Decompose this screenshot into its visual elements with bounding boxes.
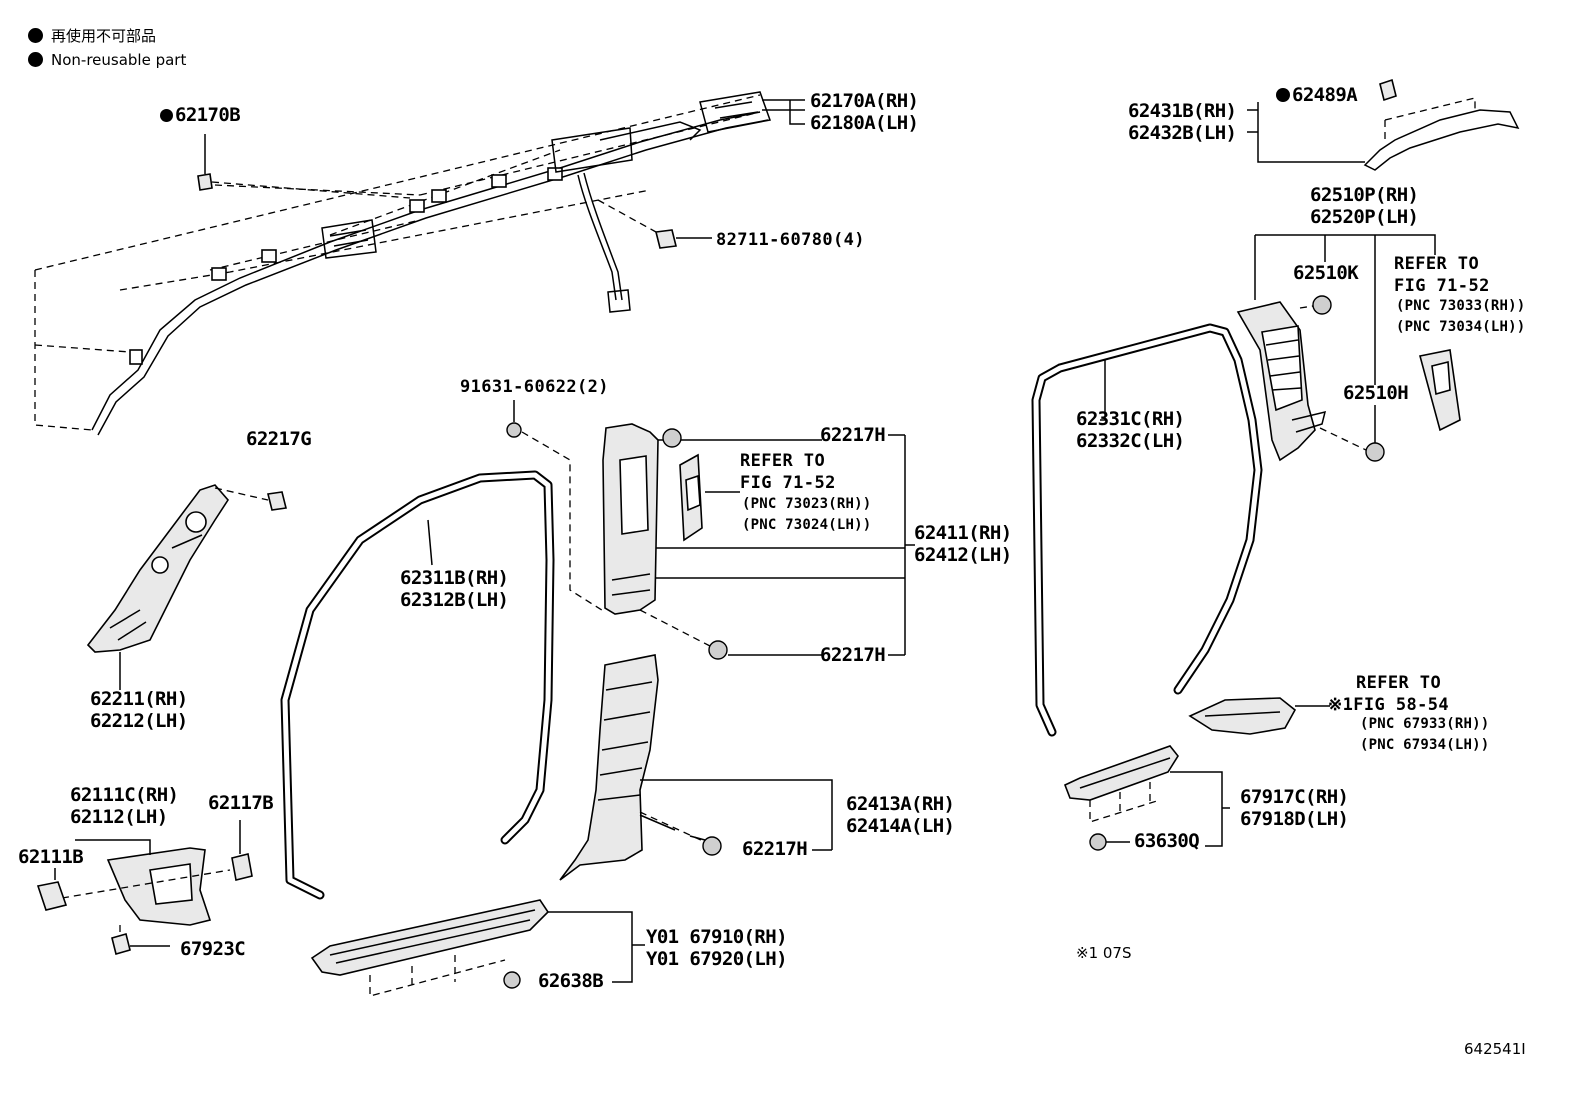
front-door-scuff-plate bbox=[310, 899, 645, 997]
callout-67923C[interactable]: 67923C bbox=[180, 938, 246, 960]
callout-62112[interactable]: 62112(LH) bbox=[70, 806, 168, 828]
callout-62217H-low[interactable]: 62217H bbox=[742, 838, 808, 860]
rear-door-weatherstrip bbox=[1031, 323, 1263, 737]
legend-jp-text: 再使用不可部品 bbox=[51, 27, 157, 45]
callout-Y01-67920[interactable]: Y01 67920(LH) bbox=[646, 948, 788, 970]
front-pillar-garnish bbox=[86, 484, 287, 690]
callout-62520P[interactable]: 62520P(LH) bbox=[1310, 206, 1419, 228]
callout-62638B[interactable]: 62638B bbox=[538, 970, 604, 992]
quarter-trim-piece bbox=[1188, 697, 1330, 735]
callout-62311B[interactable]: 62311B(RH) bbox=[400, 567, 509, 589]
front-door-weatherstrip bbox=[280, 470, 555, 900]
callout-62432B[interactable]: 62432B(LH) bbox=[1128, 122, 1237, 144]
legend-line-jp: 再使用不可部品 bbox=[28, 26, 156, 46]
legend-line-en: Non-reusable part bbox=[28, 50, 186, 70]
center-pillar-upper-garnish bbox=[506, 400, 915, 660]
ref-line: (PNC 73024(LH)) bbox=[742, 517, 872, 533]
callout-62170B[interactable]: 62170B bbox=[160, 104, 241, 126]
callout-62212[interactable]: 62212(LH) bbox=[90, 710, 188, 732]
callout-62510H[interactable]: 62510H bbox=[1343, 382, 1409, 404]
ref-line: (PNC 73034(LH)) bbox=[1396, 319, 1526, 335]
callout-62117B[interactable]: 62117B bbox=[208, 792, 274, 814]
callout-62217H-top[interactable]: 62217H bbox=[820, 424, 886, 446]
center-pillar-lower-garnish bbox=[559, 654, 833, 881]
callout-82711[interactable]: 82711-60780(4) bbox=[716, 230, 865, 250]
ref-line: ※1FIG 58-54 bbox=[1328, 695, 1449, 715]
ref-line: FIG 71-52 bbox=[1394, 276, 1490, 296]
legend-en-text: Non-reusable part bbox=[51, 51, 187, 69]
rear-roof-side-bracket bbox=[1247, 78, 1520, 171]
non-reusable-dot-icon bbox=[28, 52, 43, 67]
callout-62332C[interactable]: 62332C(LH) bbox=[1076, 430, 1185, 452]
callout-62412[interactable]: 62412(LH) bbox=[914, 544, 1012, 566]
rear-door-scuff-plate bbox=[1063, 745, 1230, 851]
callout-62489A[interactable]: 62489A bbox=[1292, 84, 1358, 106]
callout-67918D[interactable]: 67918D(LH) bbox=[1240, 808, 1349, 830]
callout-62217G[interactable]: 62217G bbox=[246, 428, 312, 450]
callout-63630Q[interactable]: 63630Q bbox=[1134, 830, 1200, 852]
callout-62217H-mid[interactable]: 62217H bbox=[820, 644, 886, 666]
callout-62170B-text: 62170B bbox=[175, 104, 241, 126]
callout-62414A[interactable]: 62414A(LH) bbox=[846, 815, 955, 837]
callout-62312B[interactable]: 62312B(LH) bbox=[400, 589, 509, 611]
footnote: ※1 07S bbox=[1076, 944, 1132, 962]
non-reusable-dot-icon bbox=[160, 109, 173, 122]
curtain-airbag-assembly bbox=[34, 91, 805, 436]
callout-62413A[interactable]: 62413A(RH) bbox=[846, 793, 955, 815]
ref-line: FIG 71-52 bbox=[740, 473, 836, 493]
callout-62510K[interactable]: 62510K bbox=[1293, 262, 1359, 284]
callout-91631[interactable]: 91631-60622(2) bbox=[460, 377, 609, 397]
ref-line: REFER TO bbox=[1356, 673, 1442, 693]
cowl-side-trim bbox=[36, 820, 253, 955]
callout-62510P[interactable]: 62510P(RH) bbox=[1310, 184, 1419, 206]
diagram-id: 642541I bbox=[1464, 1040, 1526, 1058]
ref-line: REFER TO bbox=[740, 451, 826, 471]
callout-62180A[interactable]: 62180A(LH) bbox=[810, 112, 919, 134]
callout-62411[interactable]: 62411(RH) bbox=[914, 522, 1012, 544]
ref-line: (PNC 67934(LH)) bbox=[1360, 737, 1490, 753]
callout-62431B[interactable]: 62431B(RH) bbox=[1128, 100, 1237, 122]
rear-pillar-trim-assembly bbox=[1236, 234, 1461, 462]
callout-62111C[interactable]: 62111C(RH) bbox=[70, 784, 179, 806]
callout-67917C[interactable]: 67917C(RH) bbox=[1240, 786, 1349, 808]
callout-62331C[interactable]: 62331C(RH) bbox=[1076, 408, 1185, 430]
callout-62211[interactable]: 62211(RH) bbox=[90, 688, 188, 710]
callout-62111B[interactable]: 62111B bbox=[18, 846, 84, 868]
ref-line: (PNC 73033(RH)) bbox=[1396, 298, 1526, 314]
ref-line: (PNC 73023(RH)) bbox=[742, 496, 872, 512]
callout-62170A[interactable]: 62170A(RH) bbox=[810, 90, 919, 112]
ref-line: REFER TO bbox=[1394, 254, 1480, 274]
non-reusable-dot-icon bbox=[28, 28, 43, 43]
ref-line: (PNC 67933(RH)) bbox=[1360, 716, 1490, 732]
callout-Y01-67910[interactable]: Y01 67910(RH) bbox=[646, 926, 788, 948]
